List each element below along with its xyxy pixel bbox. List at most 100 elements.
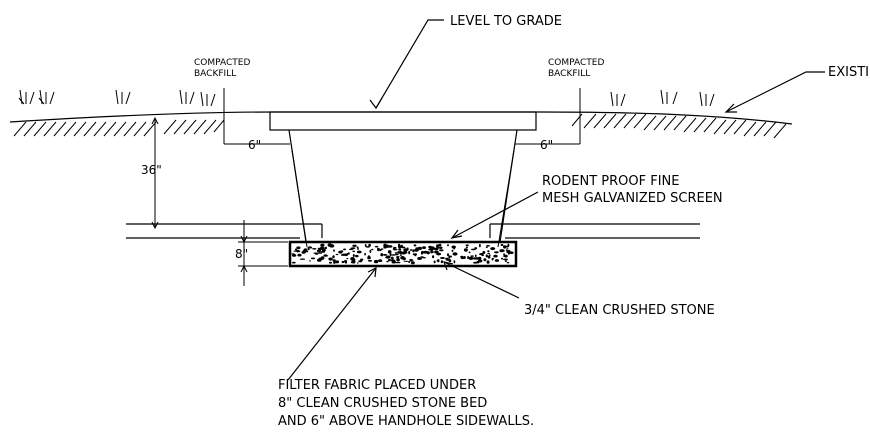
stone-speck	[437, 244, 441, 247]
label-stone: 3/4" CLEAN CRUSHED STONE	[524, 303, 715, 318]
leader-existing	[725, 71, 825, 113]
stone-speck	[395, 261, 401, 264]
stone-speck	[320, 256, 325, 260]
stone-speck	[335, 260, 340, 264]
stone-speck	[369, 249, 372, 253]
dim-right-offset: 6"	[540, 138, 553, 152]
stone-speck	[494, 259, 499, 262]
stone-speck	[341, 260, 345, 264]
stone-speck	[409, 258, 413, 262]
stone-speck	[313, 252, 318, 254]
stone-speck	[483, 258, 487, 262]
stone-speck	[333, 249, 335, 252]
stone-speck	[299, 258, 306, 260]
stone-speck	[392, 248, 396, 251]
stone-speck	[473, 261, 478, 264]
stone-speck	[411, 261, 415, 265]
stone-speck	[320, 251, 326, 253]
stone-speck	[451, 245, 456, 249]
stone-speck	[391, 254, 396, 256]
label-screen-1: RODENT PROOF FINE	[542, 174, 679, 189]
stone-speck	[386, 260, 389, 263]
stone-speck	[390, 259, 394, 262]
stone-speck	[470, 248, 476, 251]
stone-speck	[297, 253, 302, 257]
stone-speck	[420, 251, 423, 255]
stone-speck	[385, 256, 390, 259]
stone-speck	[399, 254, 402, 256]
stone-speck	[344, 260, 348, 264]
stone-speck	[305, 250, 309, 253]
stone-speck	[398, 248, 402, 251]
stone-speck	[433, 247, 439, 251]
stone-speck	[429, 247, 434, 251]
stone-speck	[387, 259, 392, 262]
stone-speck	[364, 244, 367, 247]
stone-speck	[460, 255, 464, 259]
stone-speck	[448, 255, 451, 259]
label-existing: EXISTING	[828, 65, 870, 80]
stone-speck	[408, 250, 411, 255]
stone-speck	[479, 253, 484, 256]
stone-speck	[368, 243, 371, 247]
stone-speck	[422, 257, 426, 259]
stone-speck	[398, 250, 403, 255]
stone-speck	[396, 255, 400, 258]
stone-speck	[408, 261, 411, 263]
stone-speck	[491, 257, 495, 260]
stone-speck	[505, 249, 508, 251]
stone-speck	[346, 258, 349, 260]
stone-speck	[340, 250, 344, 253]
stone-speck	[487, 252, 491, 255]
stone-speck	[468, 256, 474, 260]
label-compacted-left-2: BACKFILL	[194, 69, 236, 79]
stone-speck	[488, 254, 491, 256]
stone-speck	[323, 254, 328, 257]
stone-speck	[389, 253, 392, 257]
stone-speck	[474, 254, 477, 258]
grass-tufts	[18, 89, 715, 107]
stone-speck	[400, 246, 406, 249]
dim-depth: 36"	[141, 163, 162, 177]
stone-speck	[386, 244, 389, 248]
stone-speck	[439, 249, 444, 252]
stone-speck	[432, 255, 435, 259]
handhole-lid	[269, 111, 537, 131]
stone-speck	[355, 254, 359, 258]
stone-speck	[394, 252, 398, 254]
stone-speck	[447, 244, 449, 247]
stone-speck	[433, 260, 436, 264]
stone-speck	[417, 246, 422, 251]
stone-speck	[312, 248, 317, 250]
conduit-left	[126, 223, 323, 239]
stone-speck	[317, 247, 321, 250]
leader-level-to-grade	[375, 19, 444, 109]
stone-speck	[402, 257, 406, 261]
stone-speck	[383, 254, 386, 256]
stone-speck	[436, 259, 439, 262]
stone-speck	[320, 243, 325, 247]
stone-speck	[439, 246, 443, 249]
stone-speck	[387, 245, 393, 248]
stone-speck	[451, 249, 454, 252]
stone-speck	[452, 252, 458, 256]
crushed-stone-texture	[291, 243, 514, 265]
stone-speck	[493, 254, 498, 258]
label-compacted-left-1: COMPACTED	[194, 58, 250, 68]
stone-speck	[317, 248, 321, 253]
stone-speck	[426, 251, 430, 255]
stone-speck	[360, 258, 364, 261]
stone-speck	[326, 255, 329, 257]
stone-speck	[387, 250, 392, 254]
stone-speck	[373, 259, 379, 264]
stone-speck	[308, 246, 311, 248]
stone-speck	[412, 249, 415, 253]
stone-speck	[487, 255, 491, 259]
stone-speck	[327, 243, 333, 247]
stone-speck	[350, 258, 356, 261]
stone-speck	[296, 249, 299, 253]
stone-speck	[367, 259, 373, 262]
stone-speck	[403, 260, 409, 262]
stone-speck	[303, 248, 308, 251]
